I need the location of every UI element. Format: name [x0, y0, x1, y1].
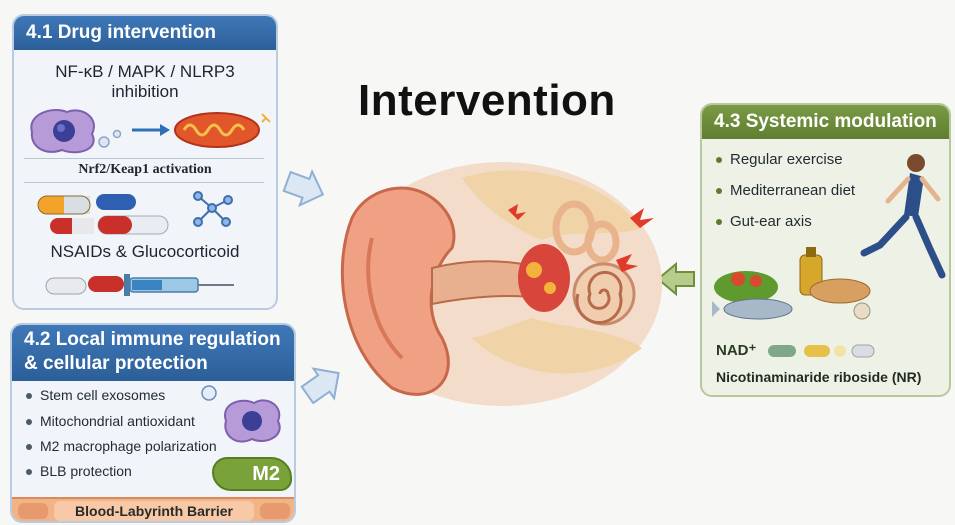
fish-icon — [712, 299, 792, 319]
nr-label: Nicotinaminaride riboside (NR) — [716, 369, 921, 385]
systemic-modulation-panel: 4.3 Systemic modulation Regular exercise… — [700, 103, 951, 397]
middle-ear-icon — [518, 244, 570, 312]
blood-labyrinth-barrier-label: Blood-Labyrinth Barrier — [54, 501, 254, 521]
list-item: Stem cell exosomes — [26, 387, 165, 403]
divider — [24, 182, 264, 183]
pill-icon — [98, 216, 168, 234]
local-immune-heading-line2: & cellular protection — [24, 353, 282, 375]
macrophage-icon — [218, 395, 288, 447]
list-item: BLB protection — [26, 463, 132, 479]
m2-cell-badge: M2 — [212, 457, 292, 491]
drug-intervention-panel: 4.1 Drug intervention NF-κB / MAPK / NLR… — [12, 14, 278, 310]
drug-intervention-heading: 4.1 Drug intervention — [14, 16, 276, 50]
nut-icon — [854, 303, 870, 319]
vesicle-icon — [114, 131, 121, 138]
syringe-illustration — [44, 266, 244, 302]
mediterranean-food-illustration — [712, 245, 882, 325]
list-item: Gut-ear axis — [716, 213, 812, 230]
pill-icon — [46, 278, 86, 294]
divider — [24, 158, 264, 159]
arrow-left-icon — [656, 262, 698, 296]
immune-cell-icon — [31, 110, 94, 152]
page-title: Intervention — [358, 76, 616, 126]
cochlea-icon — [574, 264, 634, 324]
local-immune-panel: 4.2 Local immune regulation & cellular p… — [10, 323, 296, 523]
nsaids-glucocorticoid-label: NSAIDs & Glucocorticoid — [14, 242, 276, 262]
list-item: Mediterranean diet — [716, 182, 855, 199]
pills-illustration — [36, 188, 236, 242]
list-item: M2 macrophage polarization — [26, 438, 217, 454]
local-immune-heading-line1: 4.2 Local immune regulation — [24, 329, 282, 351]
local-immune-heading: 4.2 Local immune regulation & cellular p… — [12, 325, 294, 381]
nrf2-activation-label: Nrf2/Keap1 activation — [14, 162, 276, 178]
pill-icon — [88, 276, 124, 292]
systemic-modulation-heading: 4.3 Systemic modulation — [702, 105, 949, 139]
ear-anatomy-illustration — [312, 148, 662, 410]
pill-icon — [38, 196, 90, 214]
cell-mitochondria-illustration — [22, 104, 272, 156]
list-item: Regular exercise — [716, 151, 843, 168]
spark-icon — [262, 114, 270, 122]
inhibition-line: inhibition — [14, 82, 276, 102]
pill-icon — [96, 194, 136, 210]
list-item: Mitochondrial antioxidant — [26, 413, 195, 429]
vesicle-icon — [99, 137, 109, 147]
mitochondria-icon — [175, 113, 259, 147]
salad-icon — [714, 271, 778, 303]
pathway-line: NF-κB / MAPK / NLRP3 — [14, 62, 276, 82]
blood-labyrinth-barrier-band: Blood-Labyrinth Barrier — [12, 497, 296, 523]
nad-label: NAD⁺ — [716, 341, 756, 359]
m2-label: M2 — [214, 459, 290, 486]
molecule-icon — [194, 192, 232, 226]
exosome-icon — [200, 383, 220, 403]
supplement-capsules-icon — [768, 343, 888, 359]
syringe-icon — [124, 274, 234, 296]
bread-icon — [810, 279, 870, 303]
pill-icon — [50, 218, 94, 234]
